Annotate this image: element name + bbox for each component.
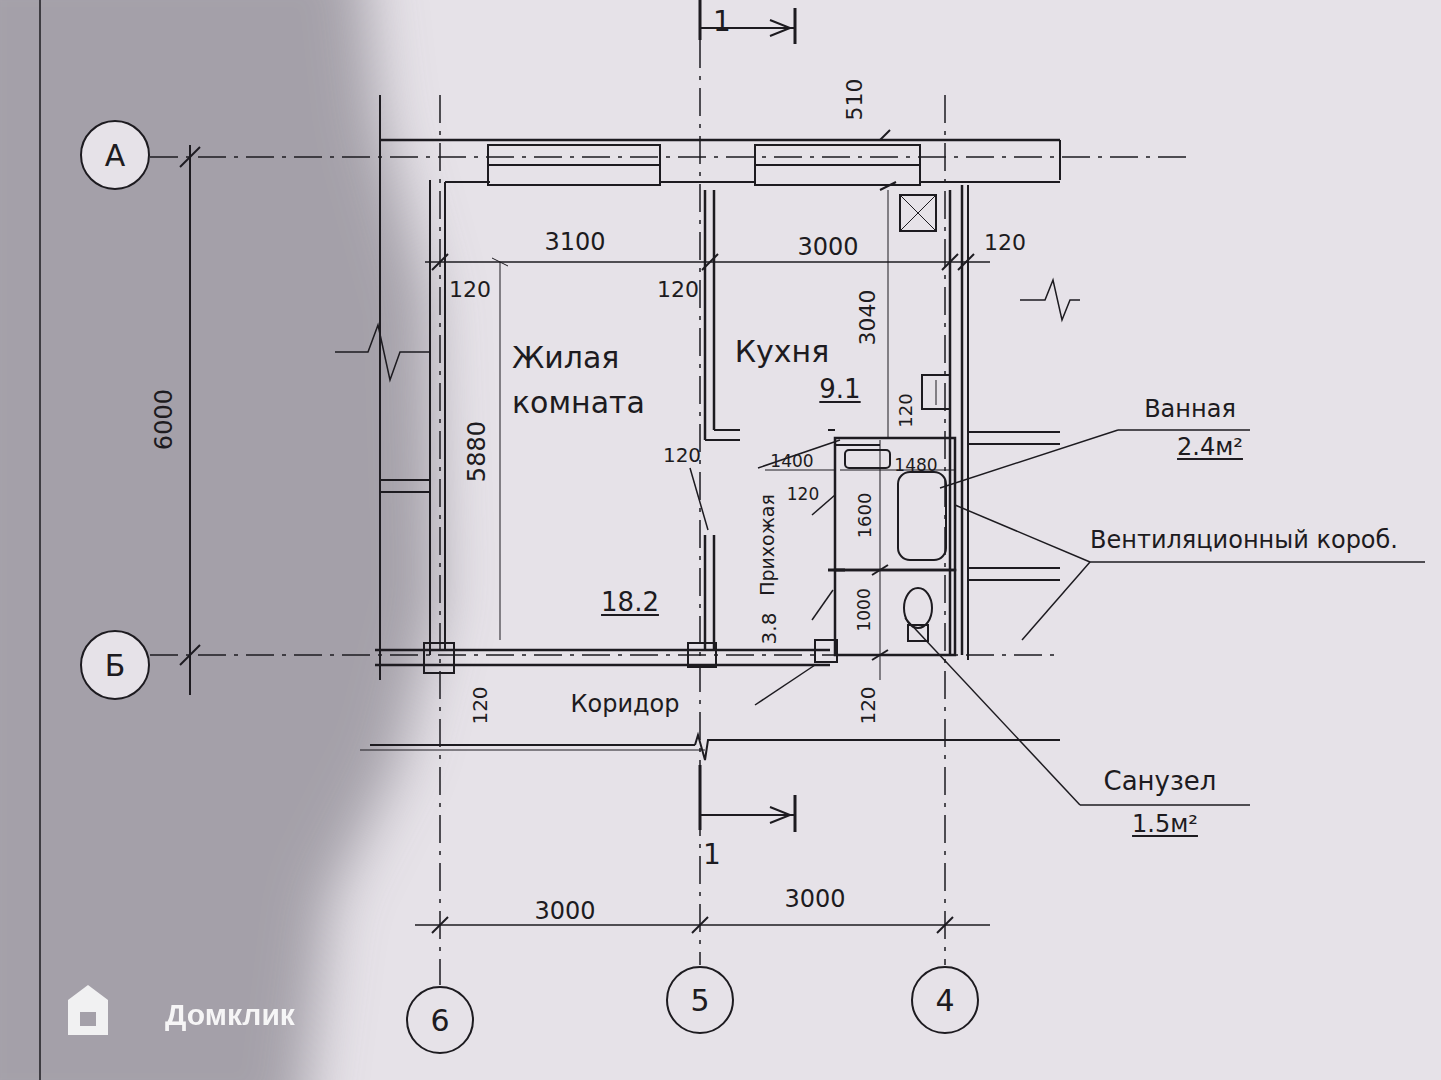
plan-label: 3000 bbox=[534, 899, 595, 924]
plan-label: 1 bbox=[713, 7, 731, 36]
plan-label: 3040 bbox=[856, 290, 879, 346]
plan-label: Ванная bbox=[1144, 397, 1236, 422]
plan-label: 120 bbox=[787, 486, 819, 504]
axis-bubble: 6 bbox=[406, 986, 474, 1054]
axis-bubble: 5 bbox=[666, 966, 734, 1034]
plan-label: 6000 bbox=[152, 389, 177, 450]
plan-label: 120 bbox=[897, 393, 916, 427]
plan-label: 3100 bbox=[544, 230, 605, 255]
plan-label: Вентиляционный короб. bbox=[1090, 522, 1400, 558]
plan-label: 1400 bbox=[770, 453, 813, 471]
axis-bubble: А bbox=[80, 120, 150, 190]
plan-label: 120 bbox=[984, 231, 1026, 254]
axis-label: 6 bbox=[430, 1003, 449, 1038]
plan-label: Коридор bbox=[570, 692, 679, 717]
plan-label: 1600 bbox=[857, 492, 876, 538]
plan-lines bbox=[40, 0, 1425, 1080]
plan-label: 1480 bbox=[894, 457, 937, 475]
plan-label: 9.1 bbox=[819, 376, 860, 403]
plan-label: 5880 bbox=[465, 421, 490, 482]
axis-label: 5 bbox=[690, 983, 709, 1018]
plan-label: 1.5м² bbox=[1132, 812, 1198, 837]
axis-label: Б bbox=[105, 648, 126, 683]
plan-label: Санузел bbox=[1104, 768, 1217, 795]
plan-label: 1 bbox=[703, 840, 721, 869]
axis-label: 4 bbox=[935, 983, 954, 1018]
plan-label: 18.2 bbox=[601, 589, 659, 616]
plan-label: 120 bbox=[470, 686, 491, 724]
watermark: Домклик bbox=[165, 999, 295, 1031]
photo-shadow bbox=[0, 0, 440, 1080]
plan-label: 1000 bbox=[856, 588, 874, 631]
plan-label: Жилая комната bbox=[512, 335, 692, 425]
plan-label: 120 bbox=[663, 445, 701, 466]
axis-label: А bbox=[105, 138, 126, 173]
plan-label: Прихожая bbox=[758, 494, 778, 596]
plan-label: 120 bbox=[858, 686, 879, 724]
plan-label: 120 bbox=[657, 278, 699, 301]
plan-label: 3000 bbox=[784, 887, 845, 912]
plan-label: 120 bbox=[449, 278, 491, 301]
plan-label: 3.8 bbox=[760, 612, 781, 644]
plan-label: 3000 bbox=[797, 235, 858, 260]
plan-label: Кухня bbox=[735, 336, 829, 368]
plan-label: 510 bbox=[843, 79, 866, 121]
plan-label: 2.4м² bbox=[1177, 435, 1243, 460]
axis-bubble: 4 bbox=[911, 966, 979, 1034]
watermark-logo bbox=[68, 985, 108, 1035]
axis-bubble: Б bbox=[80, 630, 150, 700]
